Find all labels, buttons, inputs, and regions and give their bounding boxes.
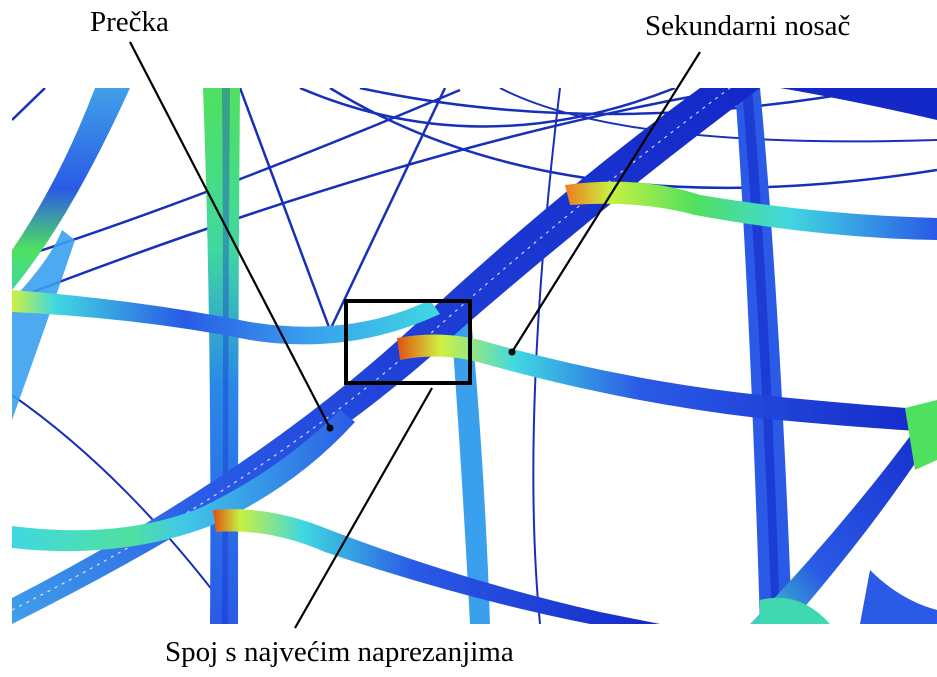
left-beam <box>12 290 440 345</box>
label-crossbar: Prečka <box>90 6 169 38</box>
leader-secondary <box>511 51 701 353</box>
structure-render <box>12 88 937 624</box>
lower-beam <box>12 410 355 552</box>
label-secondary-beam: Sekundarni nosač <box>645 10 851 42</box>
leader-joint <box>294 387 433 629</box>
green-column <box>203 88 240 624</box>
upper-right-arc <box>780 88 937 120</box>
marker-crossbar <box>326 424 334 432</box>
crossbar-beam <box>12 88 760 624</box>
leader-crossbar <box>129 41 331 429</box>
label-joint: Spoj s najvećim naprezanjima <box>165 636 514 668</box>
secondary-beam <box>397 334 937 432</box>
left-column <box>12 88 130 290</box>
secondary-beam-lower <box>213 509 660 624</box>
joint-highlight-box <box>344 299 472 385</box>
marker-secondary <box>508 348 516 356</box>
leader-lines <box>129 41 701 629</box>
secondary-beam-upper <box>565 181 937 240</box>
